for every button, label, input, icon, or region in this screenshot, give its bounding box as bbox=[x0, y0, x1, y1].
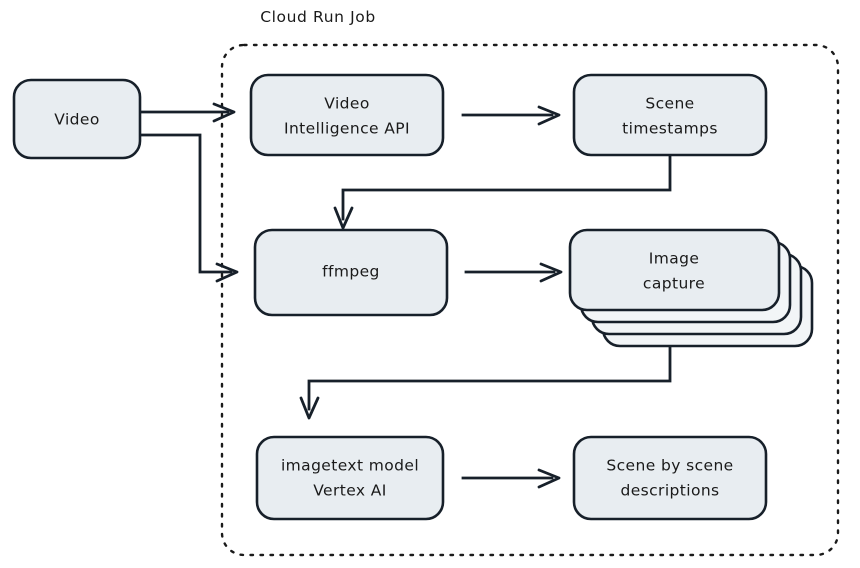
edge-vi-api-to-scene-timestamps bbox=[461, 105, 561, 126]
node-video[interactable]: Video bbox=[12, 78, 142, 160]
node-video-intelligence-api-box[interactable] bbox=[249, 73, 445, 157]
edge-video-to-vi-api bbox=[138, 102, 236, 123]
cloud-run-job-group-frame bbox=[220, 43, 840, 557]
node-video-intelligence-api[interactable]: Video Intelligence API bbox=[249, 73, 445, 157]
node-ffmpeg-label-line1: ffmpeg bbox=[322, 263, 380, 281]
node-scene-by-scene-descriptions-label-line2: descriptions bbox=[620, 482, 719, 500]
node-video-label-line1: Video bbox=[54, 111, 99, 129]
node-ffmpeg[interactable]: ffmpeg bbox=[253, 228, 449, 317]
edge-ffmpeg-to-image-capture bbox=[464, 262, 563, 283]
node-video-intelligence-api-label-line1: Video bbox=[324, 95, 369, 113]
node-scene-timestamps-label-line1: Scene bbox=[645, 95, 694, 113]
node-video-intelligence-api-label-line2: Intelligence API bbox=[284, 120, 410, 138]
node-scene-timestamps[interactable]: Scene timestamps bbox=[572, 73, 768, 157]
node-imagetext-model-vertex-ai[interactable]: imagetext model Vertex AI bbox=[255, 435, 445, 521]
edge-video-to-ffmpeg bbox=[138, 133, 239, 283]
node-image-capture-label-line1: Image bbox=[649, 250, 700, 268]
node-video-box[interactable] bbox=[12, 78, 142, 160]
cloud-run-job-group-label: Cloud Run Job bbox=[260, 8, 376, 26]
node-image-capture-box[interactable] bbox=[568, 228, 781, 312]
node-scene-timestamps-box[interactable] bbox=[572, 73, 768, 157]
node-scene-timestamps-label-line2: timestamps bbox=[622, 120, 718, 138]
node-imagetext-model-vertex-ai-label-line2: Vertex AI bbox=[313, 482, 387, 500]
node-scene-by-scene-descriptions[interactable]: Scene by scene descriptions bbox=[572, 435, 768, 521]
node-scene-by-scene-descriptions-label-line1: Scene by scene bbox=[606, 457, 733, 475]
node-image-capture[interactable]: Image capture bbox=[568, 228, 814, 348]
node-imagetext-model-vertex-ai-box[interactable] bbox=[255, 435, 445, 521]
node-imagetext-model-vertex-ai-label-line1: imagetext model bbox=[281, 457, 419, 475]
edge-imagetext-to-descriptions bbox=[461, 468, 561, 489]
edge-image-capture-to-imagetext bbox=[299, 346, 672, 420]
node-image-capture-label-line2: capture bbox=[643, 275, 705, 293]
node-scene-by-scene-descriptions-box[interactable] bbox=[572, 435, 768, 521]
edge-scene-timestamps-to-ffmpeg bbox=[333, 155, 672, 230]
node-ffmpeg-box[interactable] bbox=[253, 228, 449, 317]
